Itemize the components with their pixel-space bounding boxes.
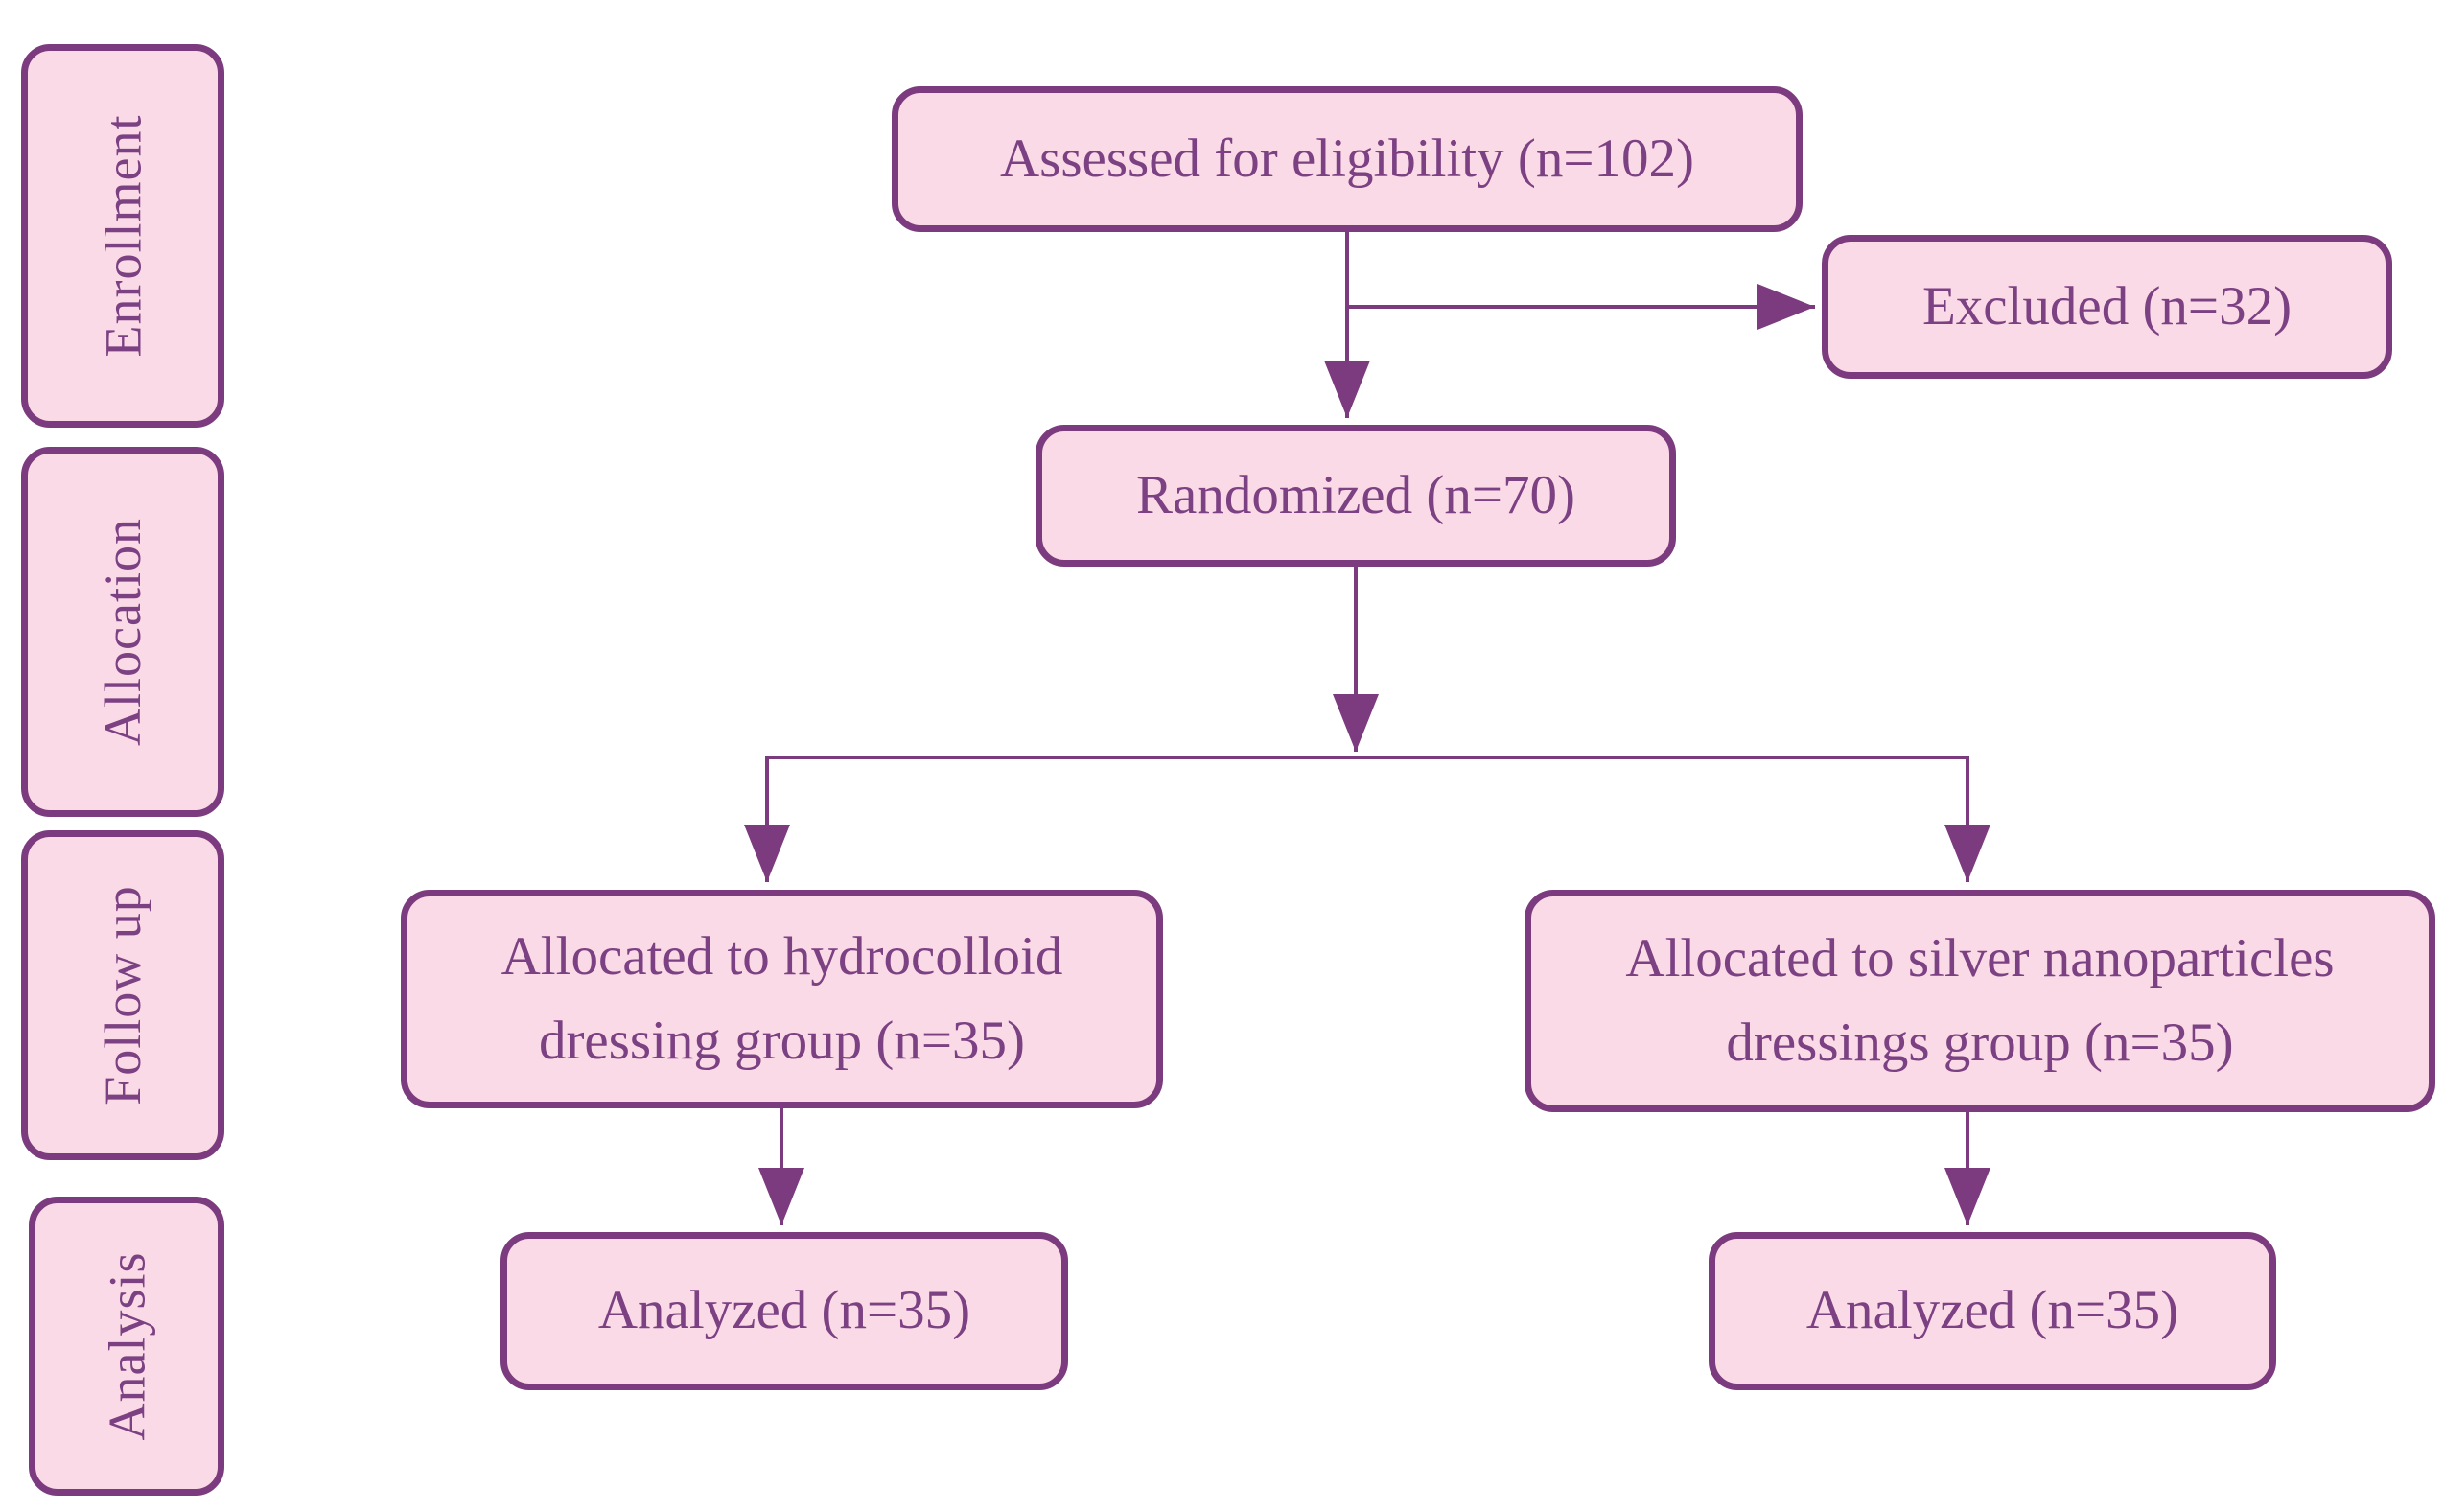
- stage-analysis: Analysis: [29, 1197, 224, 1496]
- node-analyzed-silver-label: Analyzed (n=35): [1805, 1280, 2179, 1341]
- node-analyzed-hydrocolloid-label: Analyzed (n=35): [597, 1280, 971, 1341]
- stage-analysis-label: Analysis: [98, 1251, 155, 1441]
- node-randomized: Randomized (n=70): [1036, 425, 1676, 567]
- node-assessed-label: Assessed for eligibility (n=102): [1000, 128, 1694, 189]
- node-allocated-silver-label: Allocated to silver nanoparticles dressi…: [1625, 927, 2335, 1073]
- node-analyzed-silver: Analyzed (n=35): [1709, 1232, 2276, 1390]
- node-analyzed-hydrocolloid: Analyzed (n=35): [500, 1232, 1068, 1390]
- stage-allocation-label: Allocation: [94, 518, 152, 746]
- stage-follow-up: Follow up: [21, 830, 224, 1160]
- node-excluded-label: Excluded (n=32): [1921, 275, 2293, 337]
- node-allocated-hydrocolloid-label: Allocated to hydrocolloid dressing group…: [500, 925, 1063, 1071]
- stage-allocation: Allocation: [21, 447, 224, 817]
- node-randomized-label: Randomized (n=70): [1136, 464, 1575, 525]
- node-allocated-hydrocolloid: Allocated to hydrocolloid dressing group…: [401, 890, 1163, 1108]
- stage-follow-up-label: Follow up: [94, 885, 152, 1105]
- stage-enrollment: Enrollment: [21, 44, 224, 428]
- stage-enrollment-label: Enrollment: [94, 114, 152, 358]
- node-assessed: Assessed for eligibility (n=102): [892, 86, 1803, 232]
- node-allocated-silver: Allocated to silver nanoparticles dressi…: [1525, 890, 2435, 1112]
- node-excluded: Excluded (n=32): [1822, 235, 2392, 379]
